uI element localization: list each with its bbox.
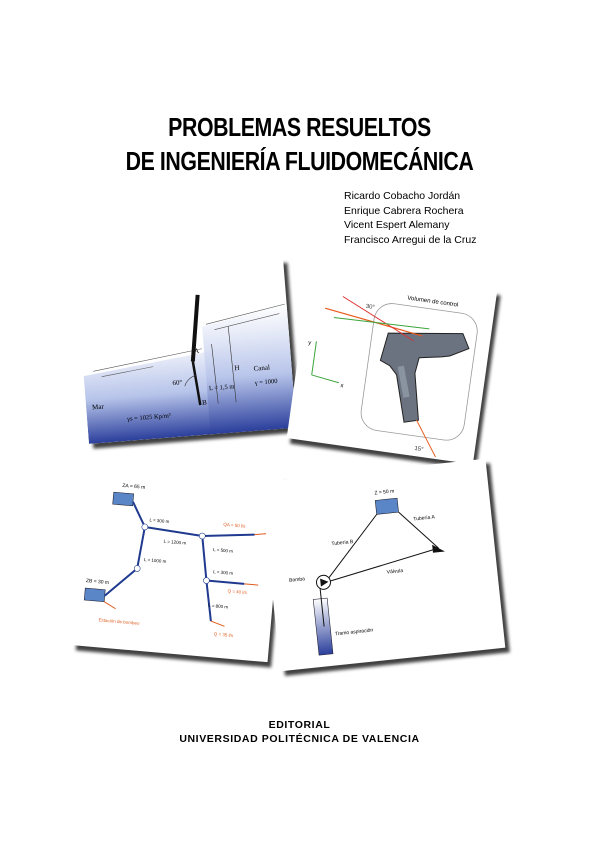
spray-gun-illustration-card: Volumen de control y x 30° 15° — [286, 263, 498, 465]
pipe-lines — [104, 501, 255, 622]
pipe-label: L = 1200 m — [163, 539, 186, 546]
node-markers — [133, 523, 210, 584]
gun-body — [379, 332, 470, 423]
pipe-label: L = 1000 m — [144, 557, 167, 564]
pipe-b-label: Tubería B — [331, 539, 354, 547]
point-b-label: B — [202, 399, 208, 407]
width-label: L = 1,5 m — [209, 383, 235, 392]
demand-label: Q = 40 l/s — [227, 588, 247, 595]
reservoir-bottom-label: ZB = 30 m — [86, 578, 110, 586]
well — [312, 597, 334, 656]
angle-bottom-label: 15° — [414, 446, 424, 453]
valve-icon — [432, 544, 445, 553]
gate-diagram: A B 60° H L = 1,5 m Mar γs = 1025 Kp/m³ … — [83, 294, 297, 444]
pump-station-label: Estación de bombeo — [98, 617, 140, 626]
author: Francisco Arregui de la Cruz — [344, 233, 477, 246]
publisher-line-2: UNIVERSIDAD POLITÉCNICA DE VALENCIA — [179, 733, 420, 745]
pipe-a-label: Tubería A — [413, 514, 436, 522]
depth-label: H — [234, 364, 240, 372]
pipe-network-diagram: ZA = 65 m ZB = 30 m QA = 50 l/s Q = 40 l… — [83, 483, 267, 638]
pipe-label: L = 300 m — [149, 517, 170, 524]
pipe-network-illustration-card: ZA = 65 m ZB = 30 m QA = 50 l/s Q = 40 l… — [72, 459, 284, 663]
pipe-label: L = 800 m — [208, 603, 229, 610]
gate-illustration-card: A B 60° H L = 1,5 m Mar γs = 1025 Kp/m³ … — [75, 258, 297, 444]
title-line-2: DE INGENIERÍA FLUIDOMECÁNICA — [125, 146, 474, 176]
valve-label: Válvula — [387, 568, 404, 576]
angle-top-label: 30° — [365, 304, 375, 311]
demand-arrows — [103, 533, 267, 627]
title-line-1: PROBLEMAS RESUELTOS — [168, 112, 431, 142]
author: Vicent Espert Alemany — [344, 219, 450, 231]
pump-system-diagram: Bomba Tramo aspiración Tubería B Tubería… — [289, 488, 445, 656]
demand-label: QA = 50 l/s — [223, 522, 246, 529]
tank — [374, 497, 399, 515]
axis-x-label: x — [340, 383, 344, 389]
fluid-left-label: Mar — [92, 403, 105, 412]
author: Enrique Cabrera Rochera — [344, 204, 464, 217]
elevation-label: Z = 50 m — [374, 488, 394, 496]
pipe-label: L = 300 m — [213, 569, 234, 576]
author-list: Ricardo Cobacho Jordán Enrique Cabrera R… — [344, 189, 476, 247]
inlet-line — [416, 419, 436, 458]
point-a-label: A — [194, 347, 200, 355]
demand-label: Q = 35 l/s — [214, 631, 234, 638]
jet-red-line — [342, 296, 414, 342]
angle-label: 60° — [172, 378, 183, 387]
fluid-right-label: Canal — [253, 363, 270, 372]
water-right — [202, 303, 297, 435]
publisher-line-1: EDITORIAL — [268, 719, 331, 731]
author: Ricardo Cobacho Jordán — [344, 190, 461, 202]
pipe-lines — [319, 511, 439, 627]
pump-label: Bomba — [289, 576, 306, 584]
reservoir-top-label: ZA = 65 m — [122, 483, 145, 491]
reservoir-bottom — [83, 587, 106, 603]
spray-gun-diagram: Volumen de control y x 30° 15° — [308, 296, 478, 458]
gamma-left-label: γs = 1025 Kp/m³ — [126, 412, 171, 422]
gate-plate — [190, 294, 200, 362]
control-volume — [360, 303, 478, 441]
jet-green-line — [333, 316, 430, 330]
pump-system-illustration-card: Bomba Tramo aspiración Tubería B Tubería… — [260, 458, 506, 672]
gamma-right-label: γ = 1000 — [253, 378, 277, 387]
reservoir-top — [112, 491, 135, 507]
suction-label: Tramo aspiración — [335, 627, 374, 637]
pipe-label: L = 500 m — [213, 547, 234, 554]
axis-y-label: y — [308, 340, 312, 346]
